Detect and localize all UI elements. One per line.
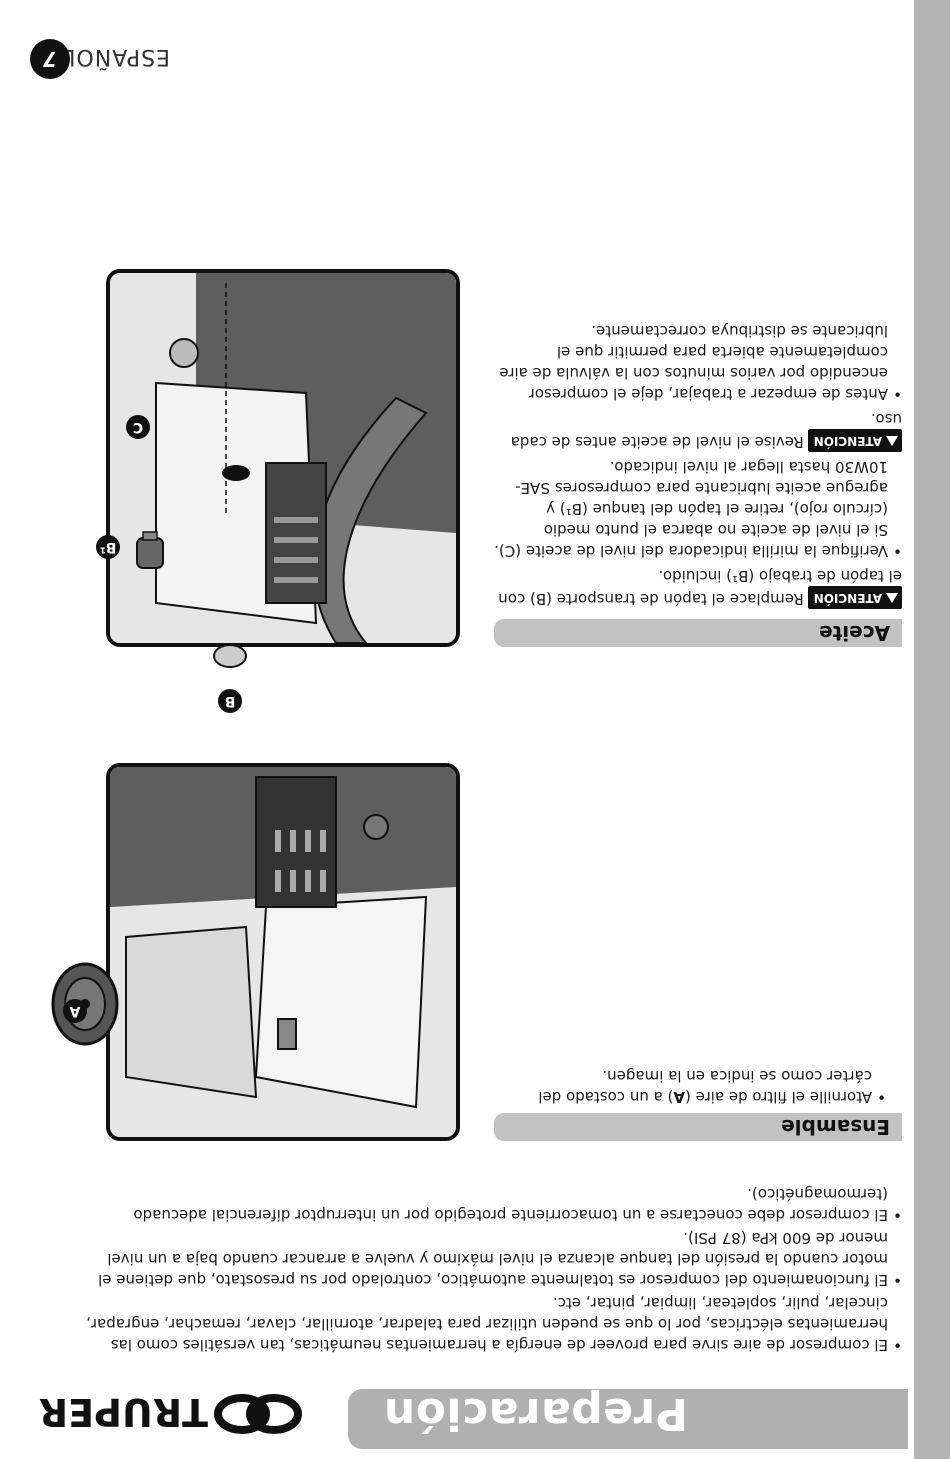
air-filter-photo bbox=[106, 763, 460, 1141]
ensamble-text: Atornille el filtro de aire (A) a un cos… bbox=[506, 1063, 886, 1107]
language-label: ESPAÑOL bbox=[62, 44, 170, 69]
brand-wordmark: TRUPER bbox=[39, 1390, 208, 1434]
side-tab bbox=[914, 0, 950, 1459]
intro-bullet: El compresor de aire sirve para proveer … bbox=[72, 1292, 902, 1355]
page-number: 7 bbox=[30, 39, 70, 79]
ensamble-bullet: Atornille el filtro de aire (A) a un cos… bbox=[506, 1065, 886, 1107]
warning-icon bbox=[886, 436, 898, 446]
callout-c: C bbox=[126, 415, 150, 439]
header: Preparación TRUPER bbox=[0, 1363, 914, 1459]
page-title: Preparación bbox=[383, 1388, 688, 1439]
ensamble-title: Ensamble bbox=[781, 1115, 890, 1139]
transport-plug-b-icon bbox=[213, 644, 247, 668]
ensamble-section-bar: Ensamble bbox=[494, 1113, 902, 1141]
aceite-text: ATENCIÓNRemplace el tapón de transporte … bbox=[492, 318, 902, 609]
compressor-illustration-a bbox=[110, 767, 456, 1137]
header-title-bar: Preparación bbox=[348, 1388, 908, 1449]
compressor-illustration-b bbox=[110, 273, 456, 644]
truper-logo: TRUPER bbox=[39, 1390, 302, 1434]
intro-bullet: El funcionamiento del compresor es total… bbox=[72, 1227, 902, 1290]
aceite-section-bar: Aceite bbox=[494, 619, 902, 647]
oil-cap-b1-icon bbox=[136, 531, 164, 569]
oil-photo bbox=[106, 269, 460, 647]
callout-b: B bbox=[218, 689, 242, 713]
attention-badge: ATENCIÓN bbox=[807, 586, 902, 609]
callout-b1: B¹ bbox=[96, 535, 120, 559]
aceite-item-3: ATENCIÓNRevise el nivel de aceite antes … bbox=[510, 410, 902, 452]
aceite-item-4: Antes de empezar a trabajar, deje el com… bbox=[492, 320, 902, 404]
attention-badge: ATENCIÓN bbox=[807, 429, 902, 452]
intro-bullet: El compresor debe conectarse a un tomaco… bbox=[72, 1183, 902, 1225]
aceite-item-1: ATENCIÓNRemplace el tapón de transporte … bbox=[498, 567, 902, 609]
aceite-title: Aceite bbox=[819, 621, 890, 645]
warning-icon bbox=[886, 593, 898, 603]
callout-a: A bbox=[63, 999, 87, 1023]
intro-text: El compresor de aire sirve para proveer … bbox=[72, 1181, 902, 1355]
aceite-item-2: Verifique la mirilla indicadora del nive… bbox=[492, 456, 902, 561]
